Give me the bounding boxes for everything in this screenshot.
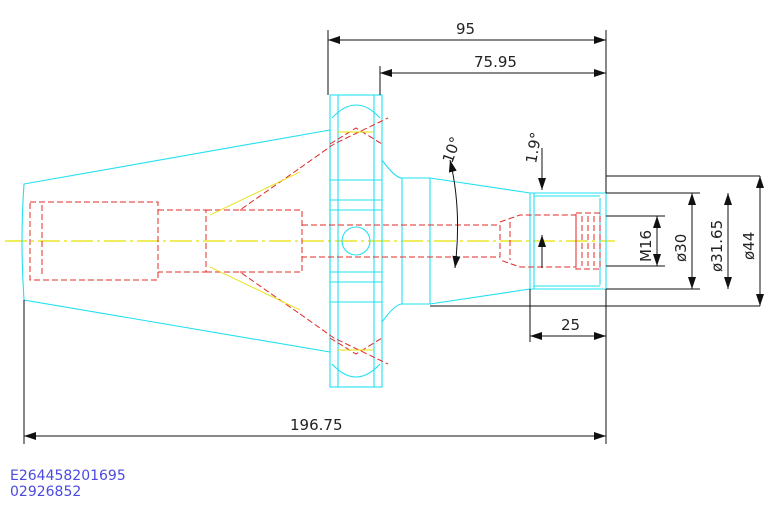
dim-196-75: 196.75 [290, 416, 343, 434]
reference-code-1: E264458201695 [10, 468, 126, 484]
dim-25: 25 [561, 316, 580, 334]
dim-dia-31-65: ø31.65 [708, 220, 726, 272]
dimension-lines [23, 30, 764, 444]
dim-dia-30: ø30 [672, 234, 690, 262]
dim-95: 95 [456, 20, 475, 38]
dim-angle-10: 10° [439, 134, 465, 165]
dim-dia-44: ø44 [740, 232, 758, 260]
holder-outline [21, 94, 607, 388]
yellow-construction [209, 131, 374, 351]
dim-angle-1-9: 1.9° [522, 131, 545, 165]
dim-75-95: 75.95 [474, 53, 517, 71]
hidden-bore [29, 117, 601, 365]
reference-code-2: 02926852 [10, 484, 82, 500]
dim-m16: M16 [637, 230, 655, 262]
